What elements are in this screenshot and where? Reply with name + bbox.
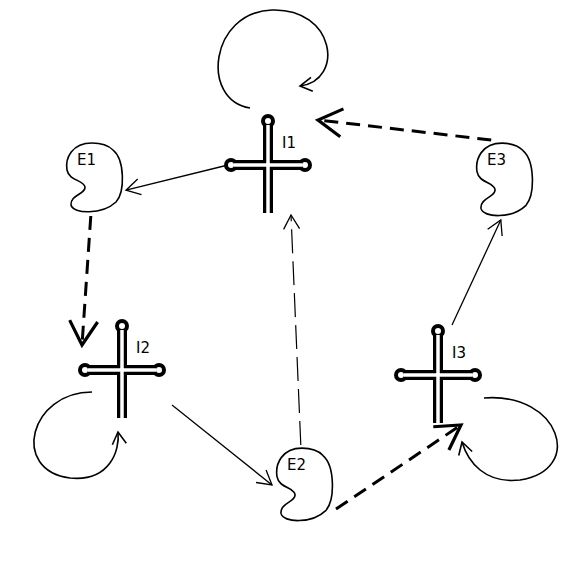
- trna-outline: [228, 115, 318, 215]
- enzyme-node: E2: [272, 445, 336, 525]
- trna-symbol: [224, 114, 312, 214]
- dashed-arrow: [318, 120, 491, 140]
- node-label: E1: [77, 152, 96, 168]
- self-loop-arrow: [34, 392, 118, 478]
- trna-node: I1: [228, 115, 318, 215]
- dashed-arrow: [291, 215, 301, 445]
- trna-symbol: [78, 319, 166, 419]
- node-label: I3: [452, 345, 466, 361]
- self-loop-arrow: [218, 10, 328, 108]
- dashed-arrow: [336, 425, 461, 509]
- self-loop-arrow: [462, 398, 557, 481]
- activation-arrow: [172, 405, 272, 485]
- trna-node: I3: [398, 325, 488, 425]
- node-label: E3: [487, 152, 506, 168]
- enzyme-shape: [67, 143, 123, 212]
- node-label: I2: [136, 340, 150, 356]
- activation-arrow: [452, 220, 501, 325]
- node-label: I1: [282, 135, 296, 151]
- trna-outline: [398, 325, 488, 425]
- trna-node: I2: [82, 320, 172, 420]
- enzyme-shape: [277, 448, 333, 520]
- enzyme-node: E1: [62, 140, 126, 216]
- dashed-arrow: [82, 216, 91, 345]
- activation-arrow: [126, 165, 228, 190]
- trna-symbol: [394, 324, 482, 424]
- trna-outline: [82, 320, 172, 420]
- enzyme-shape: [477, 143, 533, 215]
- node-label: E2: [287, 457, 306, 473]
- enzyme-node: E3: [472, 140, 536, 220]
